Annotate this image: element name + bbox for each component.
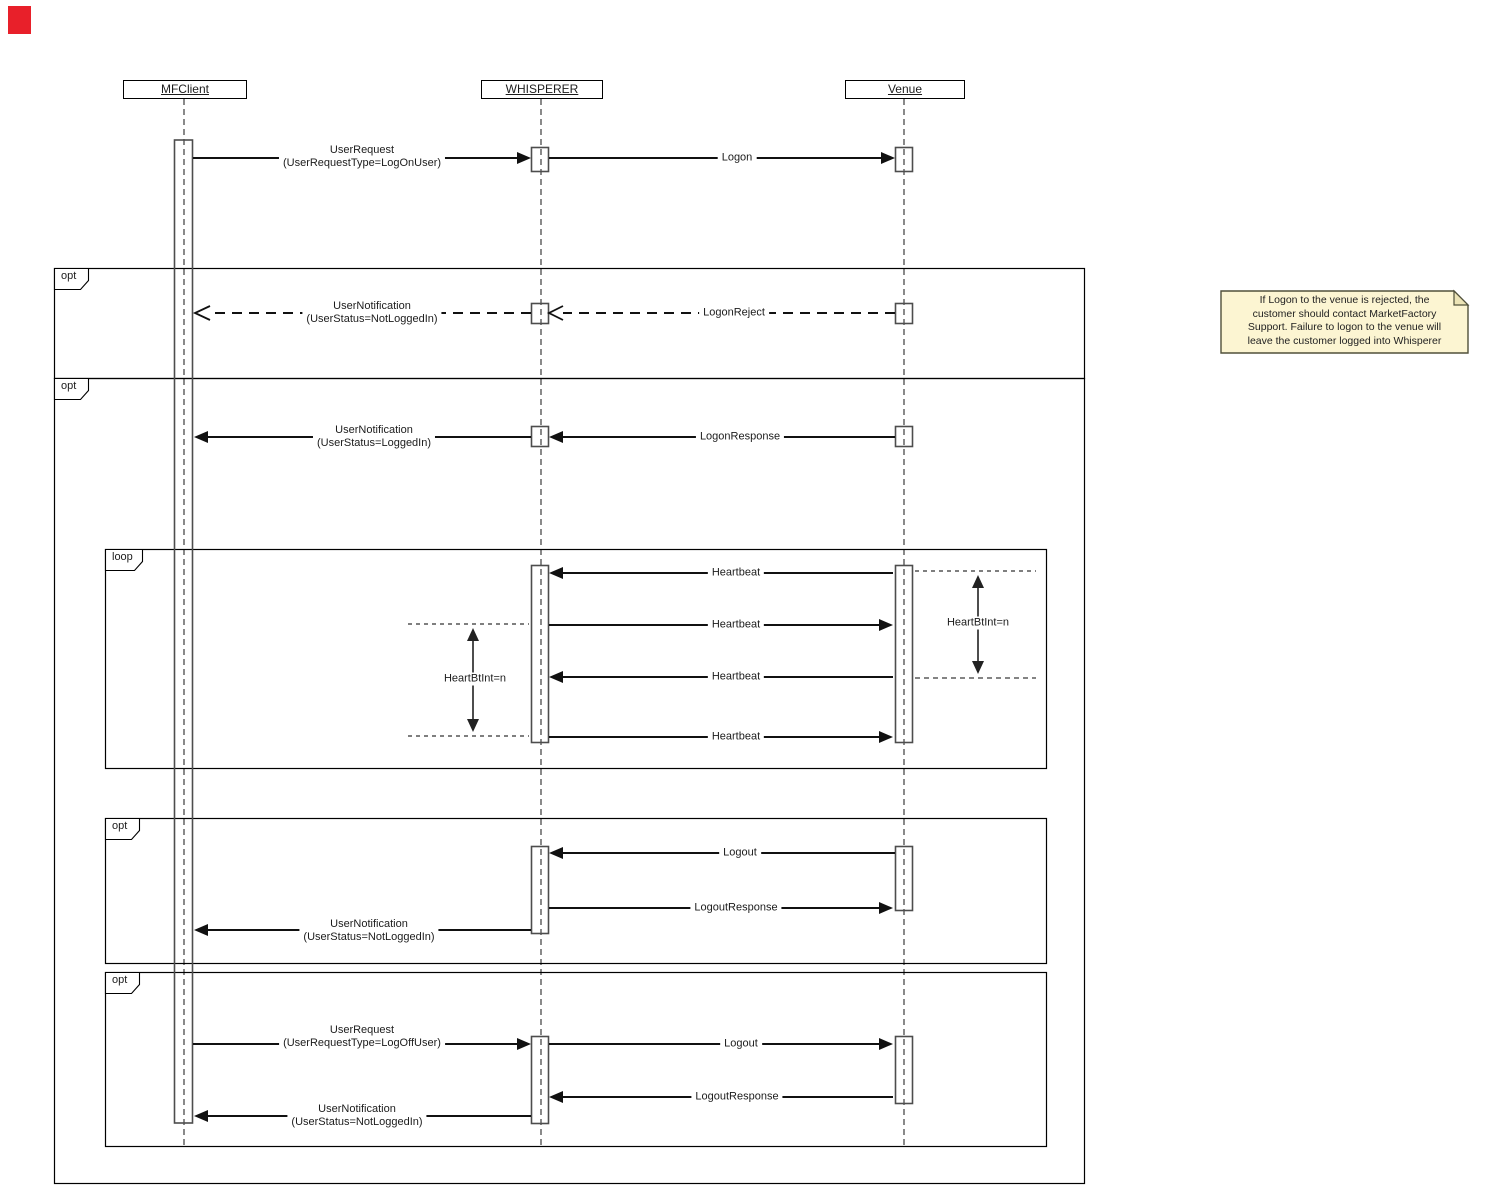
- lifelines: [183, 99, 905, 1145]
- red-marker: [8, 6, 31, 34]
- arrowheads: [194, 152, 895, 1122]
- msg-user-request-logon: UserRequest (UserRequestType=LogOnUser): [278, 144, 446, 170]
- msg-heartbeat-3: Heartbeat: [707, 670, 765, 684]
- open-arrowheads: [192, 305, 564, 321]
- actor-whisperer-label: WHISPERER: [505, 82, 579, 96]
- opt-outer-tab-label: opt: [61, 380, 77, 392]
- msg-heartbeat-1: Heartbeat: [707, 566, 765, 580]
- note-line-4: leave the customer logged into Whisperer: [1247, 334, 1442, 347]
- fragment-frames: [53, 267, 1086, 1185]
- activation-mfclient: [173, 139, 194, 1124]
- opt-reject-tab-label: opt: [61, 270, 77, 282]
- interval-label-right: HeartBtInt=n: [942, 616, 1014, 630]
- msg-heartbeat-4: Heartbeat: [707, 730, 765, 744]
- interval-label-left: HeartBtInt=n: [439, 672, 511, 686]
- note-shape: [1220, 289, 1470, 354]
- opt-outer-frame: [53, 377, 1086, 1185]
- actor-venue: Venue: [845, 80, 965, 99]
- actor-venue-label: Venue: [887, 82, 923, 96]
- actor-whisperer: WHISPERER: [481, 80, 603, 99]
- note: If Logon to the venue is rejected, the c…: [1221, 294, 1468, 348]
- msg-logon-response: LogonResponse: [695, 430, 785, 444]
- msg-user-notification-notloggedin-3: UserNotification (UserStatus=NotLoggedIn…: [287, 1103, 427, 1129]
- msg-logon-reject: LogonReject: [699, 306, 769, 320]
- msg-user-notification-notloggedin-2: UserNotification (UserStatus=NotLoggedIn…: [299, 918, 439, 944]
- msg-user-request-logoff: UserRequest (UserRequestType=LogOffUser): [279, 1024, 445, 1050]
- note-line-1: If Logon to the venue is rejected, the: [1259, 294, 1430, 306]
- fragment-tabs: [53, 267, 144, 995]
- opt-reject-frame: [53, 267, 1086, 380]
- note-line-3: Support. Failure to logon to the venue w…: [1247, 321, 1442, 333]
- opt-logout-client-tab-label: opt: [112, 974, 128, 986]
- opt-logout-venue-tab-label: opt: [112, 820, 128, 832]
- msg-logout-response-1: LogoutResponse: [690, 901, 782, 915]
- actor-mfclient-label: MFClient: [160, 82, 209, 96]
- actor-mfclient: MFClient: [123, 80, 247, 99]
- msg-user-notification-loggedin: UserNotification (UserStatus=LoggedIn): [312, 424, 436, 450]
- msg-logout-response-2: LogoutResponse: [691, 1090, 783, 1104]
- msg-logout-2: Logout: [720, 1037, 762, 1051]
- activation-bars: [173, 139, 914, 1125]
- msg-logout-1: Logout: [719, 846, 761, 860]
- msg-user-notification-notloggedin-1: UserNotification (UserStatus=NotLoggedIn…: [302, 300, 442, 326]
- note-line-2: customer should contact MarketFactory: [1252, 307, 1437, 320]
- loop-tab-label: loop: [112, 551, 133, 563]
- loop-frame: [104, 548, 1048, 770]
- msg-logon: Logon: [717, 151, 757, 165]
- opt-logout-venue-frame: [104, 817, 1048, 965]
- opt-logout-client-frame: [104, 971, 1048, 1148]
- msg-heartbeat-2: Heartbeat: [707, 618, 765, 632]
